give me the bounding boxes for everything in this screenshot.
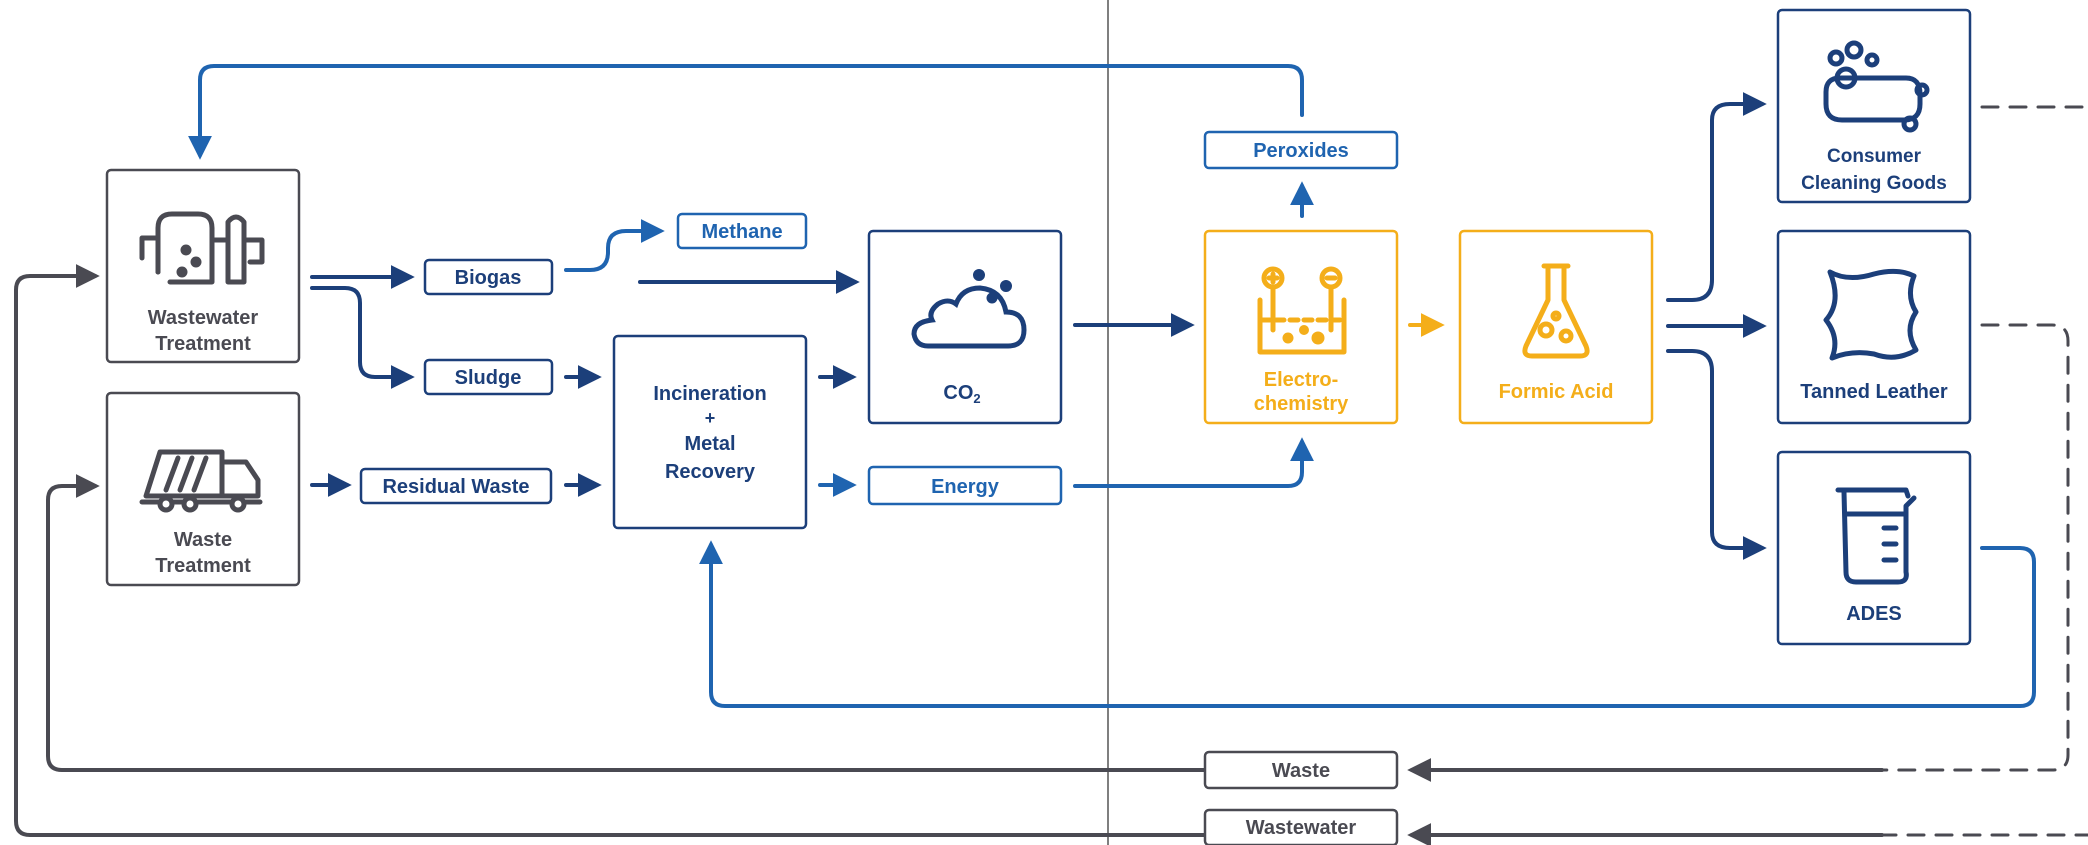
arrow-energy-to-electrochemistry [1073, 437, 1314, 488]
node-incineration: Incineration + Metal Recovery [612, 334, 808, 530]
co2-subscript: 2 [973, 391, 980, 406]
co2-label: CO [943, 382, 973, 404]
arrow-wwt-to-sludge [310, 286, 415, 389]
node-wastewater-treatment: Wastewater Treatment [105, 168, 301, 364]
wastewater-plant-icon [139, 211, 265, 285]
node-ades: ADES [1776, 450, 1972, 646]
svg-text:Sludge: Sludge [455, 367, 522, 389]
svg-text:Metal: Metal [684, 433, 735, 455]
node-peroxides: Peroxides [1203, 130, 1399, 170]
wwt-label-2: Treatment [155, 333, 251, 355]
flask-icon [1522, 263, 1590, 359]
svg-text:Formic Acid: Formic Acid [1499, 381, 1614, 403]
waste-treatment-label-1: Waste [174, 529, 232, 551]
node-tanned-leather: Tanned Leather [1776, 229, 1972, 425]
node-electrochemistry: Electro- chemistry [1203, 229, 1399, 425]
waste-treatment-label-2: Treatment [155, 555, 251, 577]
svg-text:Incineration: Incineration [653, 383, 766, 405]
svg-text:Consumer: Consumer [1827, 146, 1922, 167]
garbage-truck-icon [139, 449, 263, 513]
arrow-waste-to-waste-treatment [46, 474, 1207, 772]
svg-text:Cleaning Goods: Cleaning Goods [1801, 173, 1947, 194]
svg-text:Peroxides: Peroxides [1253, 140, 1349, 162]
svg-text:ADES: ADES [1846, 603, 1902, 625]
node-waste-treatment: Waste Treatment [105, 391, 301, 587]
svg-text:Residual Waste: Residual Waste [382, 476, 529, 498]
node-formic-acid: Formic Acid [1458, 229, 1654, 425]
electrolysis-cell-icon [1257, 266, 1347, 355]
soap-bubbles-icon [1823, 40, 1930, 133]
svg-text:Biogas: Biogas [455, 267, 522, 289]
svg-text:CO2: CO2 [943, 382, 980, 406]
svg-text:+: + [705, 408, 716, 428]
node-co2: CO2 [867, 229, 1063, 425]
svg-text:Tanned Leather: Tanned Leather [1800, 381, 1948, 403]
node-waste-return: Waste [1203, 750, 1399, 790]
arrow-ades-to-incineration [699, 540, 2036, 708]
node-methane: Methane [676, 212, 808, 250]
wwt-label-1: Wastewater [148, 307, 259, 329]
svg-text:Waste: Waste [1272, 760, 1330, 782]
node-wastewater-return: Wastewater [1203, 808, 1399, 845]
cloud-co2-icon [911, 269, 1027, 349]
svg-text:Recovery: Recovery [665, 461, 756, 483]
svg-text:Energy: Energy [931, 476, 1000, 498]
node-residual-waste: Residual Waste [359, 467, 553, 505]
node-consumer-cleaning-goods: Consumer Cleaning Goods [1776, 8, 1972, 204]
leather-hide-icon [1823, 268, 1919, 361]
svg-text:chemistry: chemistry [1254, 393, 1349, 415]
arrow-formic-to-ades [1666, 349, 1767, 560]
arrow-peroxides-to-wastewater [188, 64, 1304, 160]
arrow-wastewater-to-wwt [14, 264, 1207, 837]
node-energy: Energy [867, 465, 1063, 506]
svg-text:Wastewater: Wastewater [1246, 817, 1357, 839]
arrow-biogas-to-methane [564, 219, 665, 272]
arrow-formic-to-cleaning [1666, 92, 1767, 302]
svg-text:Electro-: Electro- [1264, 369, 1338, 391]
beaker-icon [1835, 487, 1917, 585]
node-biogas: Biogas [423, 258, 554, 296]
svg-text:Methane: Methane [701, 221, 782, 243]
node-sludge: Sludge [423, 358, 554, 396]
